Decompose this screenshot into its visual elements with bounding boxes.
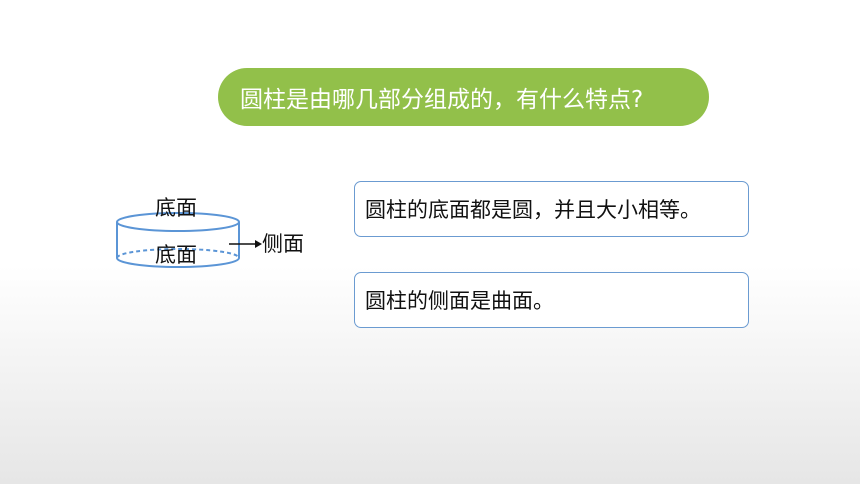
answer-text-bases: 圆柱的底面都是圆，并且大小相等。 [365,198,701,222]
bottom-base-label: 底面 [155,243,197,267]
answer-box-bases: 圆柱的底面都是圆，并且大小相等。 [354,181,749,237]
arrow-icon [229,240,262,248]
answer-text-side: 圆柱的侧面是曲面。 [365,289,554,313]
question-text: 圆柱是由哪几部分组成的，有什么特点? [240,87,644,113]
cylinder-bottom-front-arc [116,257,240,268]
cylinder-bottom-back-arc [116,248,240,259]
answer-box-side: 圆柱的侧面是曲面。 [354,272,749,328]
side-surface-label: 侧面 [262,232,304,256]
question-pill: 圆柱是由哪几部分组成的，有什么特点? [218,68,709,126]
top-base-label: 底面 [155,196,197,220]
cylinder-diagram [116,212,240,268]
